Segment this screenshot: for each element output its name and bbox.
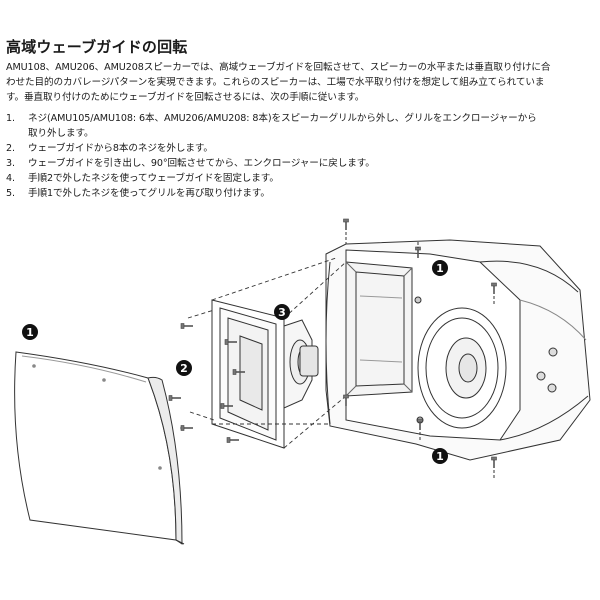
callout-screws: 2 (176, 360, 192, 376)
alignment-lines (187, 257, 347, 449)
speaker-grille (14, 351, 185, 545)
step-number: 2. (6, 143, 15, 154)
step-number: 5. (6, 188, 15, 199)
callout-number: 3 (278, 306, 286, 319)
waveguide-plate (211, 299, 285, 449)
callout-enclosure-bottom: 1 (432, 448, 448, 464)
waveguide-horn (283, 319, 319, 409)
step-text-continued: 取り外します。 (28, 128, 94, 139)
step-text: ウェーブガイドから8本のネジを外します。 (28, 143, 213, 154)
callout-number: 2 (180, 362, 188, 375)
step-item: 3. ウェーブガイドを引き出し、90°回転させてから、エンクロージャーに戻します… (6, 156, 596, 171)
step-text: ネジ(AMU105/AMU108: 6本、AMU206/AMU208: 8本)を… (28, 113, 537, 124)
step-item: 4. 手順2で外したネジを使ってウェーブガイドを固定します。 (6, 171, 596, 186)
page-title: 高域ウェーブガイドの回転 (6, 38, 188, 56)
step-item: 1. ネジ(AMU105/AMU108: 6本、AMU206/AMU208: 8… (6, 111, 596, 141)
callout-number: 1 (436, 450, 444, 463)
step-text: 手順2で外したネジを使ってウェーブガイドを固定します。 (28, 173, 279, 184)
step-number: 1. (6, 113, 15, 124)
intro-line: AMU108、AMU206、AMU208スピーカーでは、高域ウェーブガイドを回転… (6, 62, 551, 73)
callout-number: 1 (436, 262, 444, 275)
intro-paragraph: AMU108、AMU206、AMU208スピーカーでは、高域ウェーブガイドを回転… (6, 60, 594, 105)
step-number: 3. (6, 158, 15, 169)
callout-grille: 1 (22, 324, 38, 340)
callout-number: 1 (26, 326, 34, 339)
step-text: 手順1で外したネジを使ってグリルを再び取り付けます。 (28, 188, 270, 199)
callout-enclosure-top: 1 (432, 260, 448, 276)
exploded-assembly-diagram: 1 2 3 1 1 (14, 218, 591, 545)
step-item: 2. ウェーブガイドから8本のネジを外します。 (6, 141, 596, 156)
step-text: ウェーブガイドを引き出し、90°回転させてから、エンクロージャーに戻します。 (28, 158, 375, 169)
grille-screws (342, 218, 498, 478)
steps-list: 1. ネジ(AMU105/AMU108: 6本、AMU206/AMU208: 8… (6, 111, 596, 201)
intro-line: す。垂直取り付けのためにウェーブガイドを回転させるには、次の手順に従います。 (6, 92, 365, 103)
step-item: 5. 手順1で外したネジを使ってグリルを再び取り付けます。 (6, 186, 596, 201)
step-number: 4. (6, 173, 15, 184)
callout-waveguide: 3 (274, 304, 290, 320)
speaker-enclosure (325, 239, 591, 461)
intro-line: わせた目的のカバレージパターンを実現できます。これらのスピーカーは、工場で水平取… (6, 77, 545, 88)
